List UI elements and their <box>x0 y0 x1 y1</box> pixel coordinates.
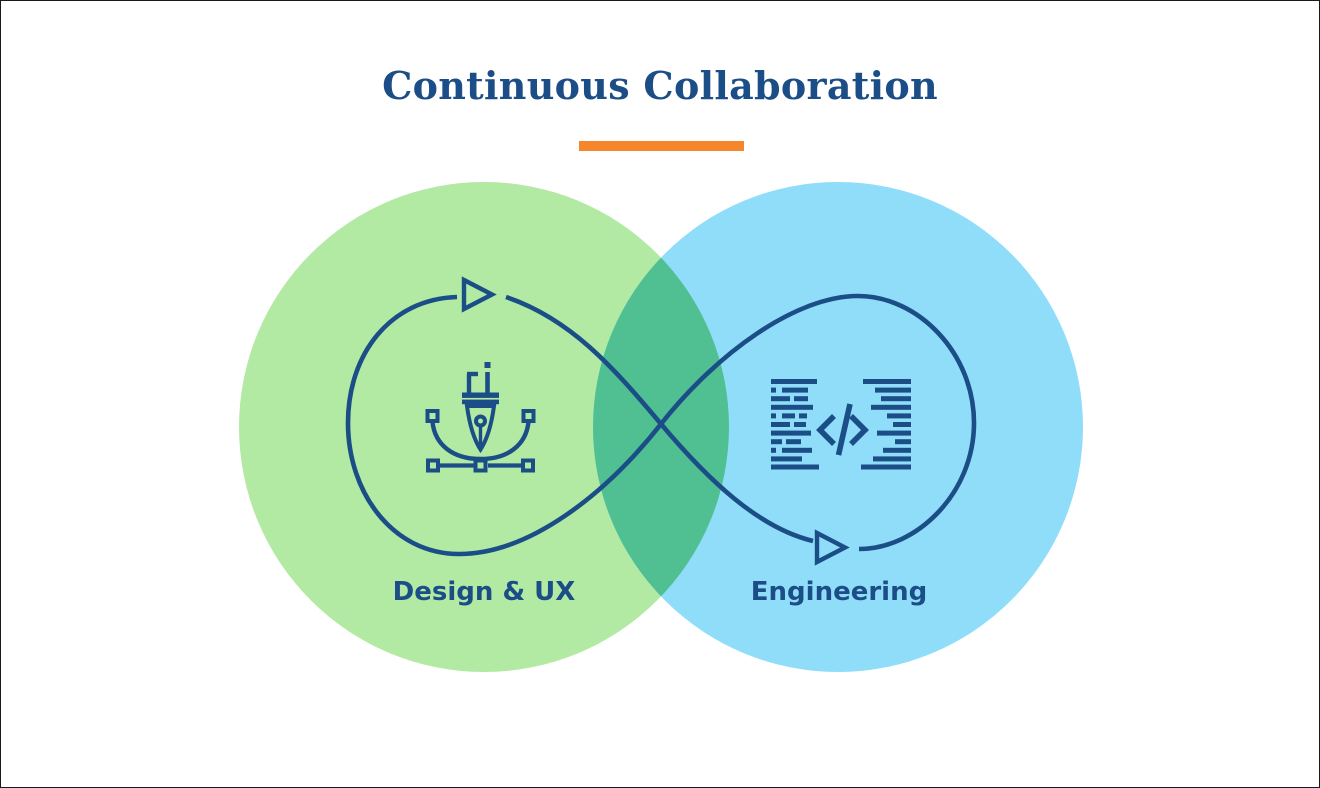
title-accent-bar <box>579 141 744 151</box>
arrowhead-icon <box>814 529 850 566</box>
code-lines-right <box>861 379 911 470</box>
right-circle-label: Engineering <box>750 577 928 607</box>
right-circle <box>593 182 1083 672</box>
infinity-loop <box>345 276 977 566</box>
code-icon <box>771 379 911 470</box>
page-title: Continuous Collaboration <box>382 63 938 108</box>
code-lines-left <box>771 379 819 470</box>
code-slash-glyph <box>816 403 869 456</box>
arrowhead-icon <box>461 276 497 313</box>
left-circle <box>239 182 729 672</box>
left-circle-label: Design & UX <box>392 577 576 607</box>
infinity-loop-segment <box>345 293 977 557</box>
pen-tool-icon <box>425 362 536 473</box>
